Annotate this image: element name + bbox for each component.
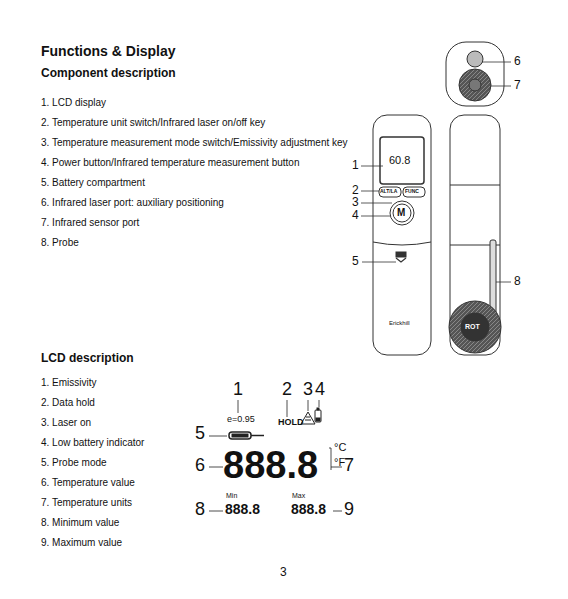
page-number: 3 <box>280 566 287 579</box>
callout-number: 6 <box>195 456 205 476</box>
hold-text: HOLD <box>278 418 304 428</box>
list-item: 6. Infrared laser port: auxiliary positi… <box>41 197 224 208</box>
unit-text: °F <box>334 456 345 468</box>
callout-number: 8 <box>514 275 521 288</box>
section-heading: Component description <box>41 67 176 80</box>
callout-number: 5 <box>352 255 359 268</box>
callout-number: 9 <box>344 500 354 520</box>
list-item: 3. Laser on <box>41 417 91 428</box>
list-item: 1. Emissivity <box>41 377 97 388</box>
list-item: 5. Probe mode <box>41 457 107 468</box>
min-label: Min <box>226 492 237 500</box>
button-label: M <box>397 207 405 218</box>
callout-number: 4 <box>315 380 325 400</box>
list-item: 9. Maximum value <box>41 537 122 548</box>
lcd-leader-lines <box>209 400 342 511</box>
list-item: 8. Minimum value <box>41 517 119 528</box>
button-label: ALT/LA <box>380 189 397 195</box>
list-item: 2. Temperature unit switch/Infrared lase… <box>41 117 265 128</box>
callout-number: 2 <box>282 380 292 400</box>
max-label: Max <box>292 492 305 500</box>
temperature-digits: 888.8 <box>223 445 318 487</box>
top-view <box>446 42 504 106</box>
list-item: 6. Temperature value <box>41 477 135 488</box>
list-item: 3. Temperature measurement mode switch/E… <box>41 137 348 148</box>
callout-number: 3 <box>303 380 313 400</box>
list-item: 4. Power button/Infrared temperature mea… <box>41 157 299 168</box>
callout-number: 5 <box>195 424 205 444</box>
max-digits: 888.8 <box>291 502 326 517</box>
callout-number: 4 <box>352 209 359 222</box>
callout-number: 8 <box>195 500 205 520</box>
list-item: 7. Temperature units <box>41 497 132 508</box>
list-item: 4. Low battery indicator <box>41 437 144 448</box>
brand-name: Erickhill <box>389 320 410 327</box>
front-view <box>373 115 431 355</box>
callout-number: 1 <box>352 159 359 172</box>
list-item: 7. Infrared sensor port <box>41 217 139 228</box>
callout-number: 6 <box>514 55 521 68</box>
min-digits: 888.8 <box>225 502 260 517</box>
section-heading: LCD description <box>41 352 134 365</box>
page-title: Functions & Display <box>41 44 176 59</box>
unit-text: °C <box>334 441 346 453</box>
list-item: 1. LCD display <box>41 97 106 108</box>
list-item: 5. Battery compartment <box>41 177 145 188</box>
list-item: 8. Probe <box>41 237 79 248</box>
list-item: 2. Data hold <box>41 397 95 408</box>
callout-number: 7 <box>344 456 354 476</box>
side-view <box>449 115 501 355</box>
button-label: FUNC <box>405 189 419 195</box>
lcd-reading: 60.8 <box>389 154 410 166</box>
callout-number: 7 <box>514 79 521 92</box>
callout-number: 3 <box>352 196 359 209</box>
leader-lines <box>361 62 511 282</box>
emissivity-text: e=0.95 <box>227 415 255 425</box>
callout-number: 1 <box>233 380 243 400</box>
probe-label: ROT <box>465 323 480 331</box>
